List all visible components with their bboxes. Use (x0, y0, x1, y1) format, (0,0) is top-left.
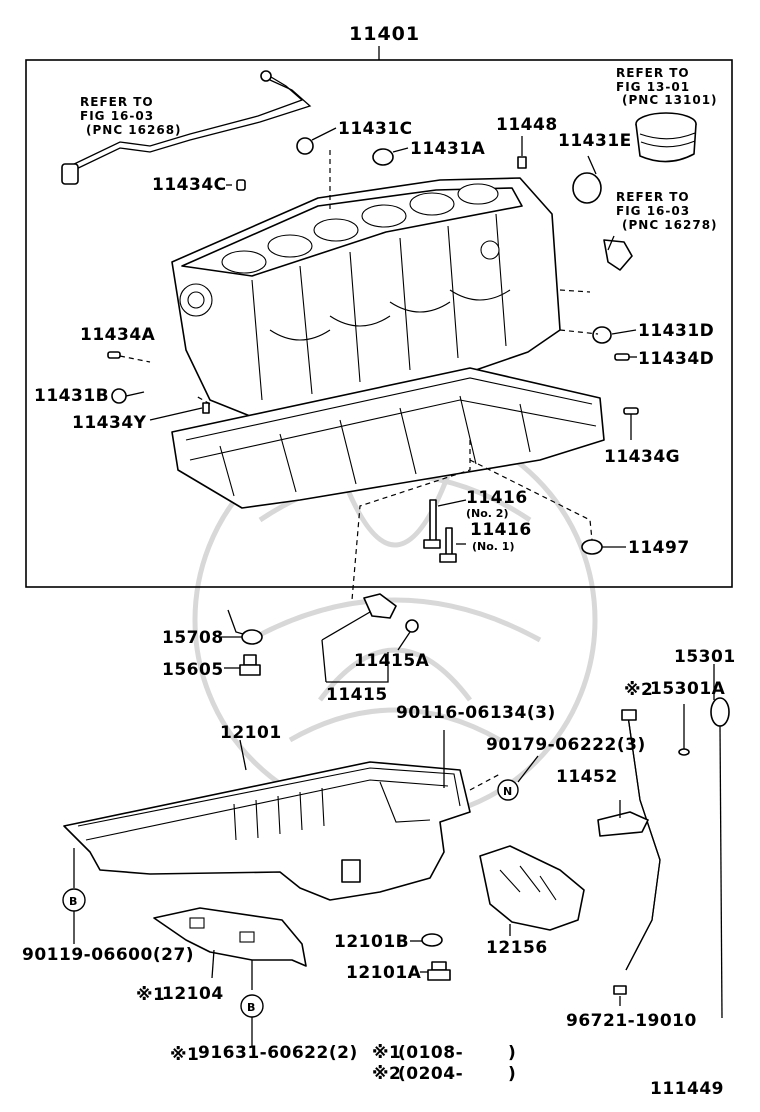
part-label-15708[interactable]: 15708 (162, 628, 224, 648)
svg-text:REFER TO: REFER TO (80, 95, 154, 109)
part-label-11416-no2[interactable]: 11416 (466, 488, 528, 508)
part-label-90179[interactable]: 90179-06222(3) (486, 735, 646, 755)
svg-text:※1: ※1 (372, 1043, 401, 1063)
oil-pressure-sender-drawing (218, 609, 263, 676)
callout-b1[interactable]: B (62, 888, 86, 944)
part-note-11416-no1: (No. 1) (472, 540, 514, 553)
svg-text:(PNC 16268): (PNC 16268) (86, 123, 182, 137)
drain-plug-drawing (410, 933, 451, 981)
part-label-12104[interactable]: 12104 (162, 984, 224, 1004)
footnote-2: ※2 (0204- ) (372, 1064, 516, 1084)
part-label-12156[interactable]: 12156 (486, 938, 548, 958)
reference-note-16268[interactable]: REFER TO FIG 16-03 (PNC 16268) (80, 95, 182, 137)
part-label-11431B[interactable]: 11431B (34, 386, 109, 406)
oil-pipe-drawing (61, 70, 312, 185)
engine-block-frame (25, 59, 733, 588)
part-label-11452[interactable]: 11452 (556, 767, 618, 787)
part-label-15301[interactable]: 15301 (674, 647, 736, 667)
part-label-11434A[interactable]: 11434A (80, 325, 156, 345)
piston-drawing (635, 112, 697, 163)
part-label-11416-no1[interactable]: 11416 (470, 520, 532, 540)
part-mark-15301A: ※2 (624, 680, 653, 700)
small-parts-drawing (107, 137, 639, 563)
svg-text:(PNC 16278): (PNC 16278) (622, 218, 718, 232)
leader-lines-block (119, 127, 637, 601)
part-label-11448[interactable]: 11448 (496, 115, 558, 135)
svg-text:(0204-: (0204- (398, 1064, 463, 1084)
callout-n[interactable]: N (497, 755, 539, 801)
part-label-15605[interactable]: 15605 (162, 660, 224, 680)
svg-text:): ) (508, 1064, 516, 1084)
svg-text:B: B (247, 1001, 255, 1014)
part-mark-12104: ※1 (136, 985, 165, 1005)
part-label-90116[interactable]: 90116-06134(3) (396, 703, 556, 723)
figure-number: 111449 (650, 1079, 724, 1099)
part-label-11434G[interactable]: 11434G (604, 447, 680, 467)
part-label-11401[interactable]: 11401 (349, 23, 420, 45)
part-label-11431E[interactable]: 11431E (558, 131, 632, 151)
footnote-1: ※1 (0108- ) (372, 1043, 516, 1063)
svg-text:N: N (503, 785, 512, 798)
svg-text:B: B (69, 895, 77, 908)
part-label-15301A[interactable]: 15301A (650, 679, 726, 699)
svg-text:※2: ※2 (372, 1064, 401, 1084)
part-label-11415[interactable]: 11415 (326, 685, 388, 705)
part-label-11434D[interactable]: 11434D (638, 349, 714, 369)
part-label-90119[interactable]: 90119-06600(27) (22, 945, 194, 965)
part-label-11497[interactable]: 11497 (628, 538, 690, 558)
svg-text:FIG 16-03: FIG 16-03 (80, 109, 154, 123)
part-label-12101A[interactable]: 12101A (346, 963, 422, 983)
svg-text:FIG 13-01: FIG 13-01 (616, 80, 690, 94)
part-note-11416-no2: (No. 2) (466, 507, 508, 520)
part-label-11434Y[interactable]: 11434Y (72, 413, 147, 433)
part-label-11434C[interactable]: 11434C (152, 175, 227, 195)
svg-text:REFER TO: REFER TO (616, 190, 690, 204)
baffle-plate-drawing (153, 907, 307, 990)
svg-text:): ) (508, 1043, 516, 1063)
oil-pan-drawing (63, 730, 501, 901)
dipstick-drawing (597, 664, 730, 1019)
svg-text:FIG 16-03: FIG 16-03 (616, 204, 690, 218)
svg-text:REFER TO: REFER TO (616, 66, 690, 80)
part-label-96721[interactable]: 96721-19010 (566, 1011, 697, 1031)
reference-note-16278[interactable]: REFER TO FIG 16-03 (PNC 16278) (616, 190, 718, 232)
part-label-12101[interactable]: 12101 (220, 723, 282, 743)
engine-block-drawing (171, 177, 605, 509)
part-label-11431C[interactable]: 11431C (338, 119, 413, 139)
part-mark-91631: ※1 (170, 1045, 199, 1065)
oil-baffle-drawing (479, 845, 585, 936)
svg-text:(PNC 13101): (PNC 13101) (622, 93, 718, 107)
svg-text:(0108-: (0108- (398, 1043, 463, 1063)
oil-nozzle-drawing (321, 593, 419, 683)
part-label-91631[interactable]: 91631-60622(2) (198, 1043, 358, 1063)
part-label-11431D[interactable]: 11431D (638, 321, 714, 341)
callout-b2[interactable]: B (240, 994, 264, 1046)
part-label-11431A[interactable]: 11431A (410, 139, 486, 159)
reference-note-13101[interactable]: REFER TO FIG 13-01 (PNC 13101) (616, 66, 718, 107)
part-label-12101B[interactable]: 12101B (334, 932, 409, 952)
part-label-11415A[interactable]: 11415A (354, 651, 430, 671)
